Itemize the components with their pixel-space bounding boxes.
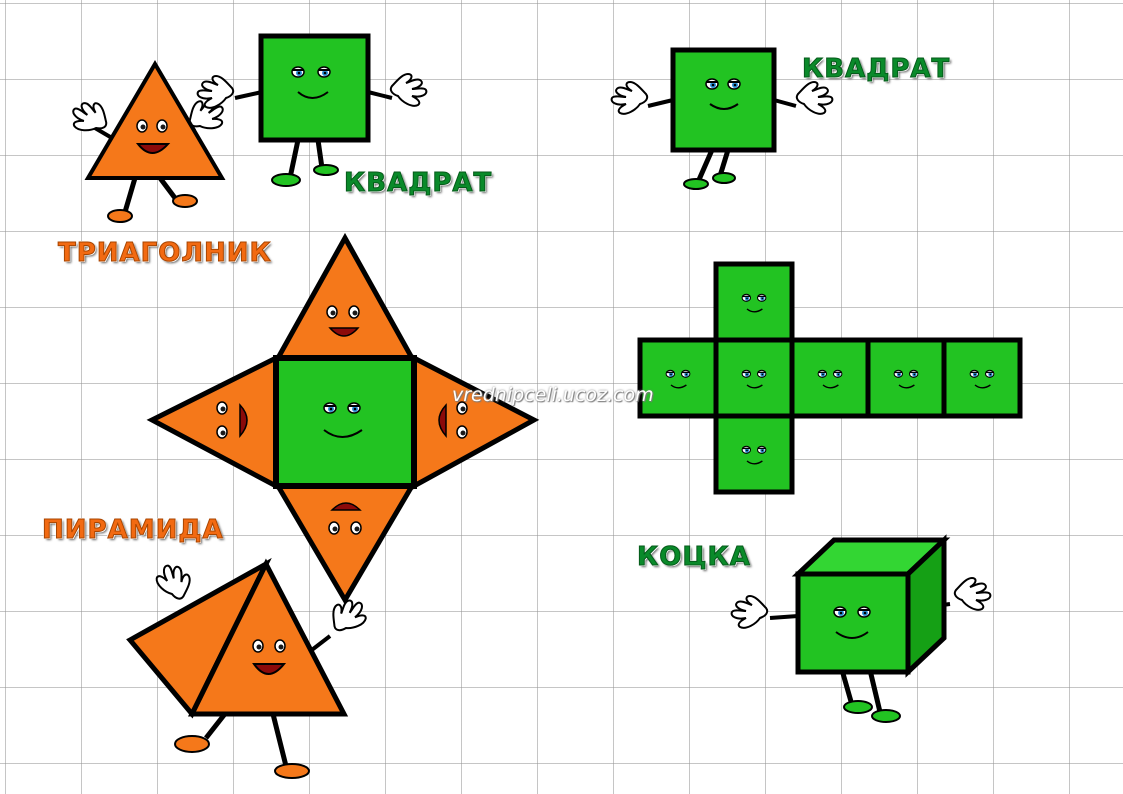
- pyramid-net: [146, 232, 540, 605]
- square-character-2: [610, 47, 834, 190]
- triangle-character: [65, 60, 231, 223]
- label-pyramid: ПИРАМИДА: [42, 515, 224, 546]
- label-square-top-right: КВАДРАТ: [801, 54, 951, 85]
- cube-character: [730, 534, 992, 723]
- watermark-text: vrednipceli.ucoz.com: [452, 384, 654, 406]
- pyramid-character: [126, 557, 373, 779]
- label-triangle: ТРИАГОЛНИК: [58, 238, 272, 269]
- cube-net: [637, 261, 1023, 495]
- label-cube: КОЦКА: [637, 542, 751, 573]
- label-square-top-left: КВАДРАТ: [343, 168, 493, 199]
- square-character-1: [196, 33, 428, 187]
